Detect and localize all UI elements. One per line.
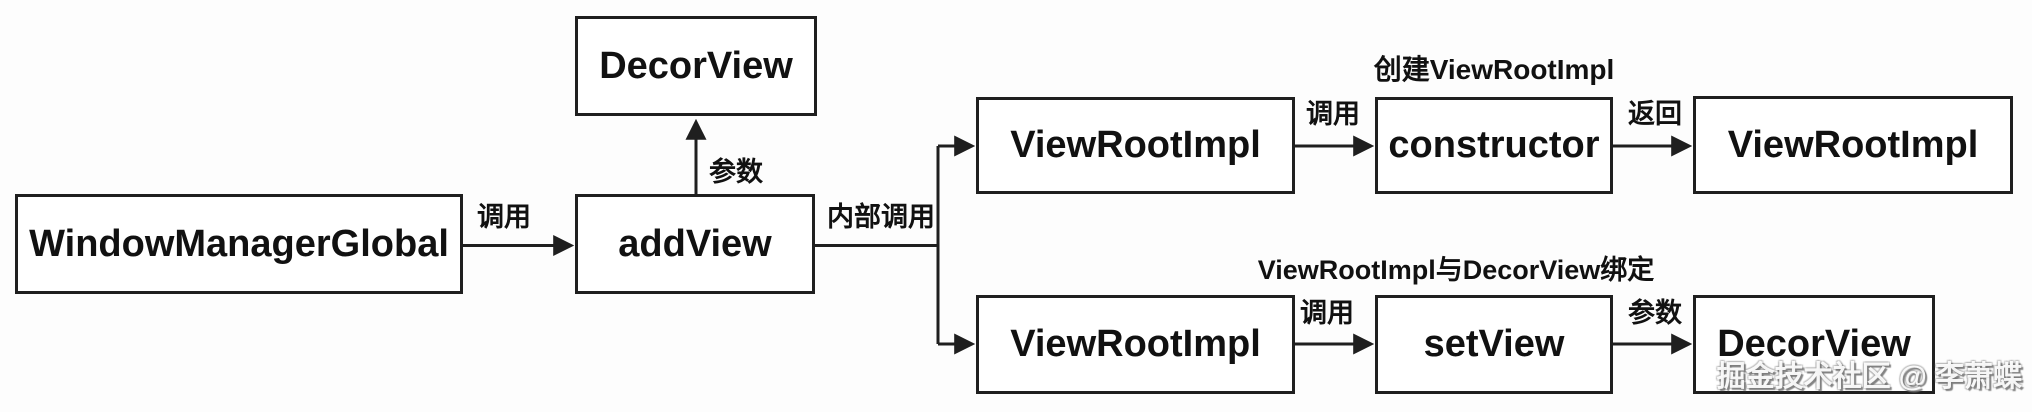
node-window-manager-global: WindowManagerGlobal	[15, 194, 463, 294]
node-set-view: setView	[1375, 295, 1613, 394]
edge-label-call-wmg-addview: 调用	[477, 202, 531, 232]
edge-label-return-constructor: 返回	[1628, 99, 1682, 129]
annotation-create-viewrootimpl: 创建ViewRootImpl	[1373, 54, 1615, 85]
annotation-bind-viewrootimpl-decorview: ViewRootImpl与DecorView绑定	[1257, 255, 1655, 285]
node-view-root-impl-result: ViewRootImpl	[1693, 96, 2013, 194]
node-view-root-impl-top: ViewRootImpl	[976, 97, 1295, 194]
watermark-text: 掘金技术社区 @ 李萧蝶	[1716, 361, 2022, 393]
node-constructor: constructor	[1375, 97, 1613, 194]
edge-label-param-addview-decorview: 参数	[709, 157, 763, 187]
edge-label-param-setview-decorview: 参数	[1628, 298, 1682, 328]
edge-label-call-vri-constructor: 调用	[1306, 99, 1360, 129]
node-decor-view-bottom: DecorView	[1693, 295, 1935, 394]
node-view-root-impl-bottom: ViewRootImpl	[976, 295, 1295, 394]
edge-label-call-vri-setview: 调用	[1300, 298, 1354, 328]
node-add-view: addView	[575, 194, 815, 294]
node-decor-view-top: DecorView	[575, 16, 817, 116]
edge-label-internal-call: 内部调用	[827, 202, 935, 232]
